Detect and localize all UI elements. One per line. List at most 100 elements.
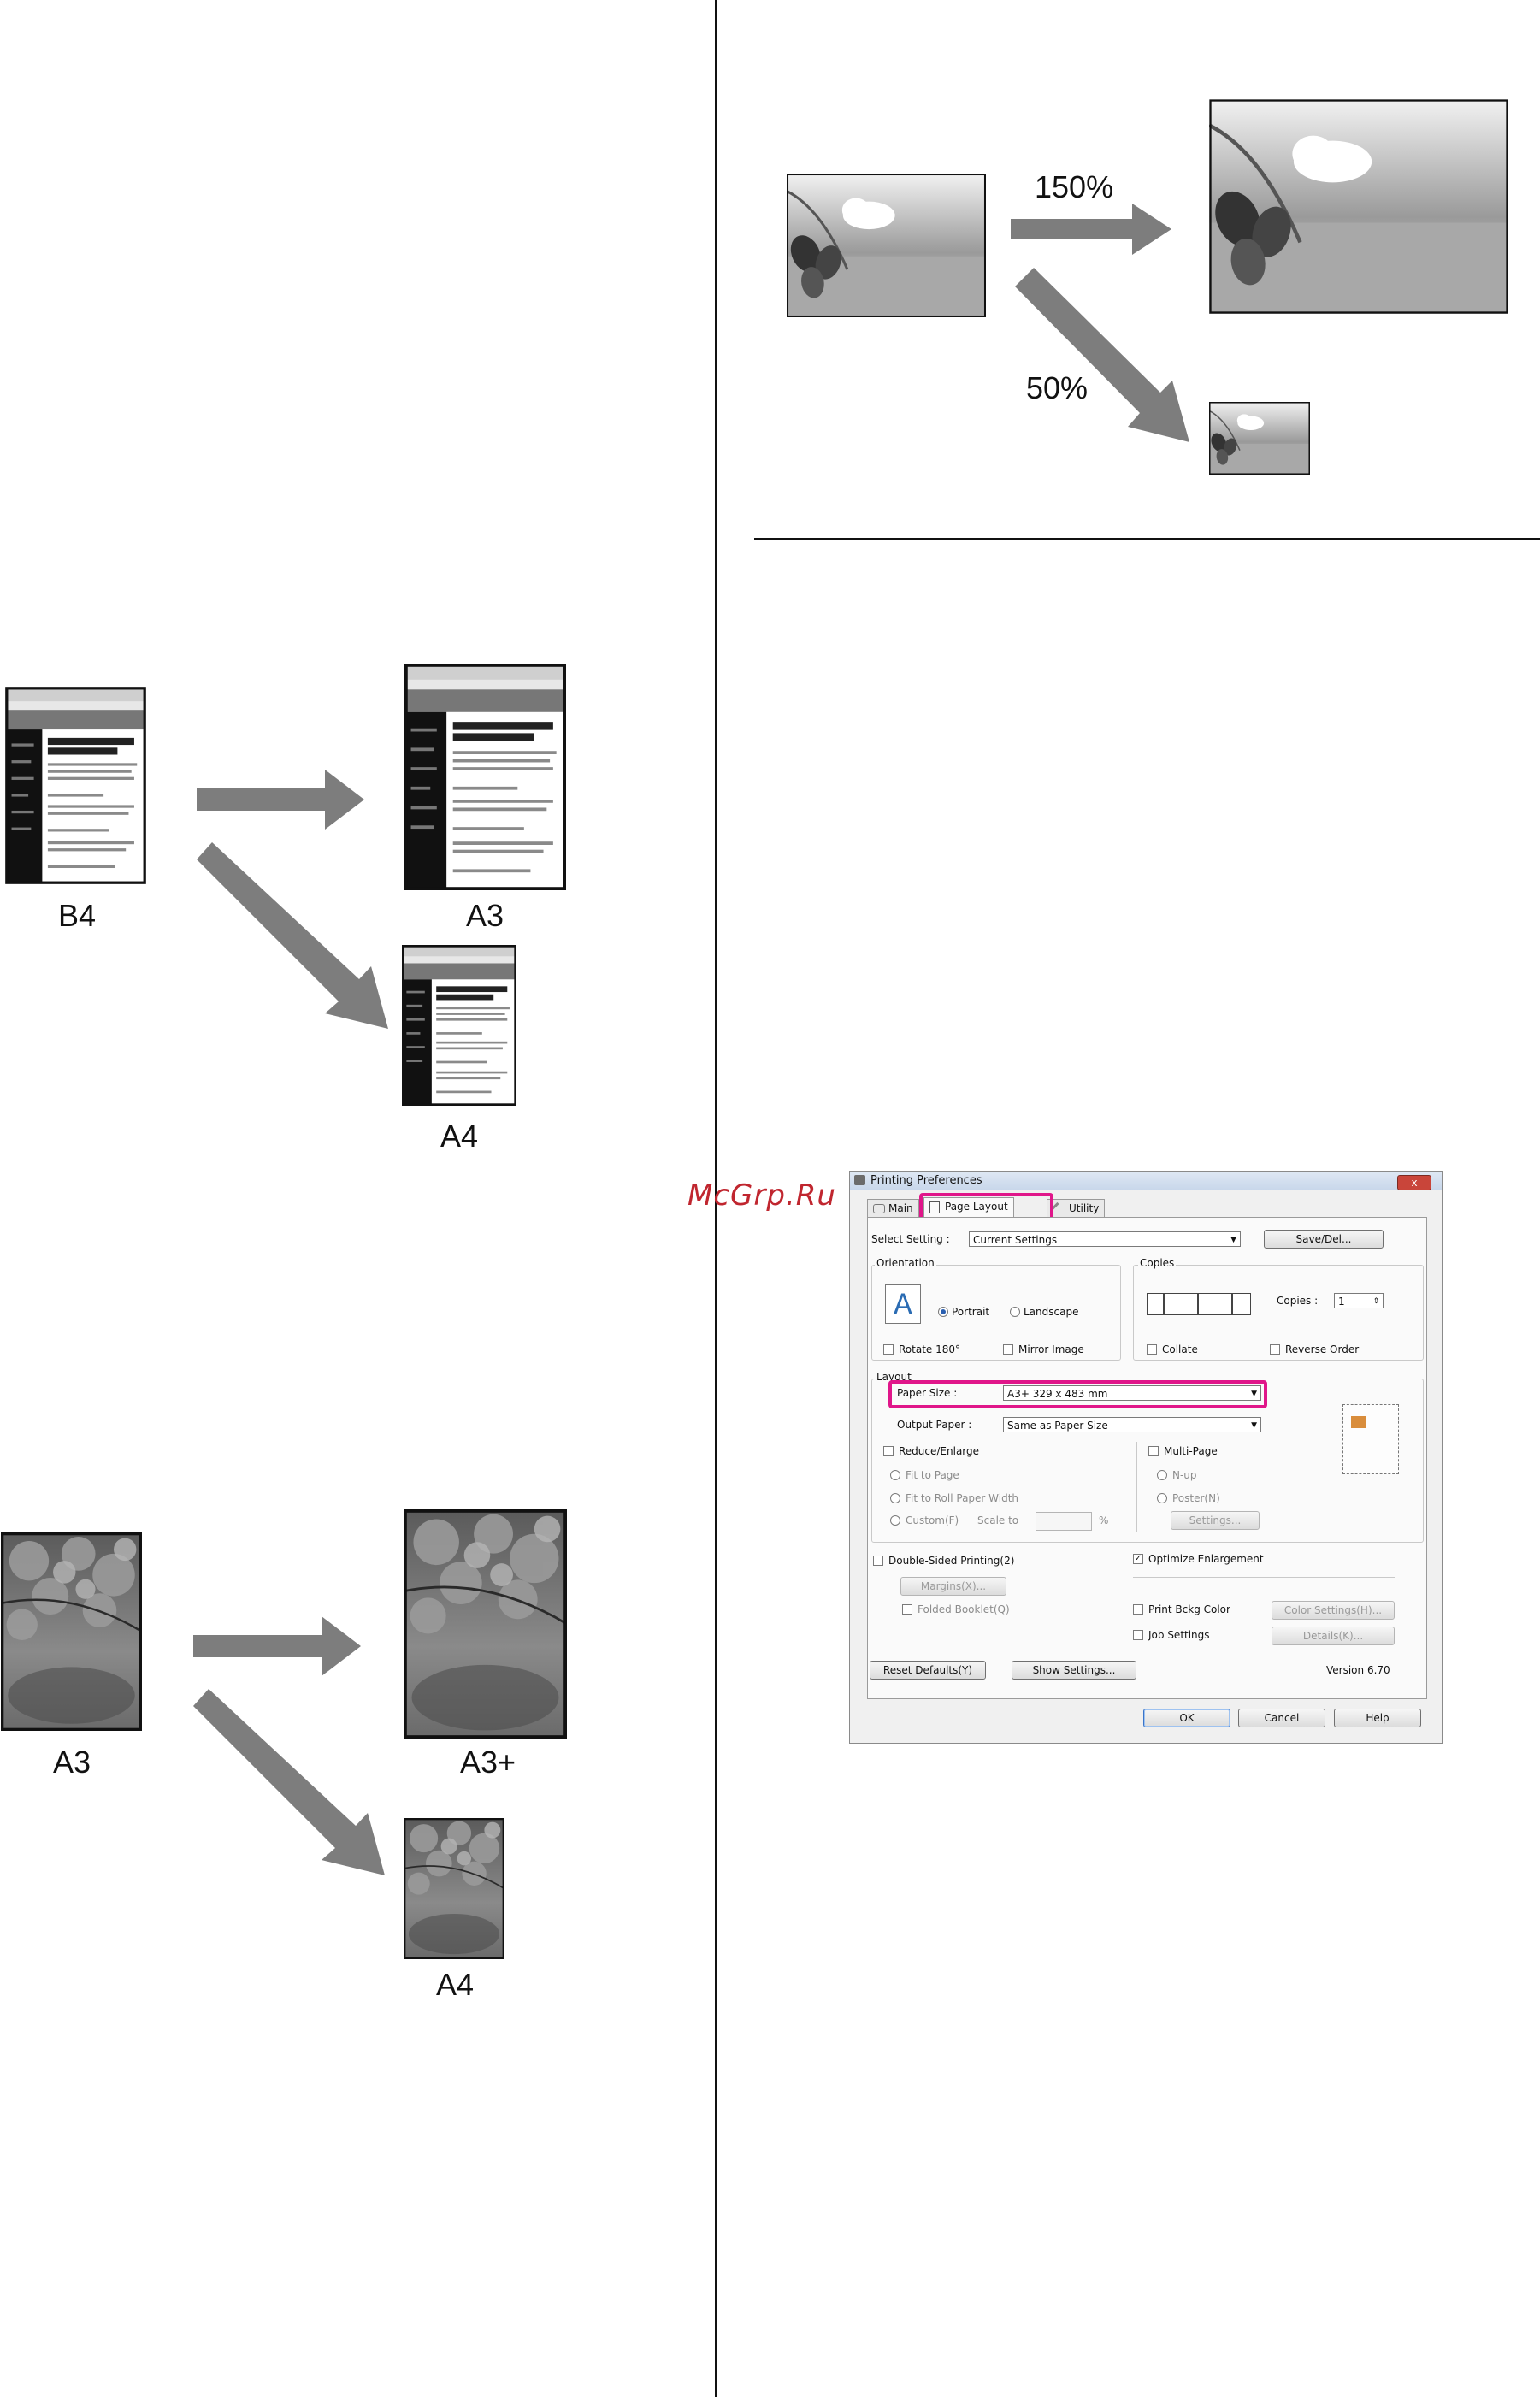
original-beach-image: [787, 174, 986, 317]
ok-button[interactable]: OK: [1143, 1709, 1230, 1727]
reduce-enlarge-checkbox[interactable]: [883, 1446, 894, 1456]
scale-up-label: 150%: [1035, 169, 1114, 204]
caption-a3-bottom: A3: [53, 1745, 91, 1780]
save-del-button[interactable]: Save/Del...: [1264, 1230, 1384, 1249]
page-preview-photo-icon: [1351, 1416, 1366, 1428]
dialog-titlebar: Printing Preferences x: [850, 1172, 1442, 1190]
color-settings-button[interactable]: Color Settings(H)...: [1272, 1601, 1395, 1620]
reduce-enlarge-label: Reduce/Enlarge: [899, 1445, 980, 1457]
mirror-image-checkbox[interactable]: [1003, 1344, 1013, 1355]
optimize-enlargement-label: Optimize Enlargement: [1148, 1553, 1264, 1565]
reverse-order-label: Reverse Order: [1285, 1343, 1360, 1355]
copies-group-title: Copies: [1138, 1257, 1177, 1269]
arrow-right-icon: [193, 1616, 361, 1676]
fit-to-roll-radio[interactable]: [890, 1493, 900, 1503]
landscape-label: Landscape: [1024, 1306, 1079, 1318]
printer-icon: [854, 1175, 865, 1185]
poster-label: Poster(N): [1172, 1492, 1220, 1504]
settings-button[interactable]: Settings...: [1171, 1511, 1260, 1530]
margins-button[interactable]: Margins(X)...: [900, 1577, 1006, 1596]
collate-label: Collate: [1162, 1343, 1198, 1355]
scale-down-label: 50%: [1026, 370, 1089, 405]
tab-main[interactable]: Main: [867, 1199, 919, 1217]
multi-page-checkbox[interactable]: [1148, 1446, 1159, 1456]
custom-label: Custom(F): [906, 1514, 959, 1526]
arrow-right-icon: [197, 770, 364, 830]
orientation-group: [871, 1265, 1121, 1361]
double-sided-label: Double-Sided Printing(2): [888, 1555, 1015, 1567]
print-bckg-checkbox[interactable]: [1133, 1604, 1143, 1615]
options-separator: [1133, 1577, 1395, 1578]
percent-label: %: [1099, 1514, 1109, 1526]
output-paper-dropdown[interactable]: Same as Paper Size▼: [1003, 1417, 1261, 1432]
print-bckg-label: Print Bckg Color: [1148, 1603, 1230, 1615]
arrow-diagonal-icon: [193, 1689, 385, 1875]
copies-input[interactable]: 1⇕: [1334, 1293, 1384, 1308]
select-setting-dropdown[interactable]: Current Settings▼: [969, 1231, 1241, 1247]
spinner-icon: ⇕: [1372, 1297, 1379, 1306]
scale-to-input[interactable]: [1036, 1512, 1092, 1531]
layout-separator: [1136, 1442, 1137, 1532]
double-sided-checkbox[interactable]: [873, 1556, 883, 1566]
job-settings-label: Job Settings: [1148, 1629, 1210, 1641]
arrow-diagonal-icon: [1015, 268, 1189, 442]
version-label: Version 6.70: [1326, 1664, 1390, 1676]
arrow-diagonal-icon: [197, 842, 388, 1029]
page-layout-panel: Select Setting : Current Settings▼ Save/…: [867, 1217, 1427, 1699]
layout-group-title: Layout: [875, 1371, 913, 1383]
enlarged-beach-image: [1209, 99, 1508, 314]
fit-to-roll-label: Fit to Roll Paper Width: [906, 1492, 1019, 1504]
b4-page-image: [5, 687, 146, 884]
tab-utility[interactable]: Utility: [1047, 1199, 1106, 1217]
reverse-order-checkbox[interactable]: [1270, 1344, 1280, 1355]
paper-size-dropdown[interactable]: A3+ 329 x 483 mm▼: [1003, 1385, 1261, 1401]
collate-checkbox[interactable]: [1147, 1344, 1157, 1355]
reduced-beach-image: [1209, 402, 1310, 475]
page-preview-icon: [1342, 1404, 1399, 1474]
collate-pages-icon: [1147, 1293, 1251, 1315]
multi-page-label: Multi-Page: [1164, 1445, 1218, 1457]
job-settings-checkbox[interactable]: [1133, 1630, 1143, 1640]
orientation-group-title: Orientation: [875, 1257, 936, 1269]
close-button[interactable]: x: [1397, 1175, 1431, 1190]
a4-leaves-image: [404, 1818, 504, 1959]
landscape-radio[interactable]: [1010, 1307, 1020, 1317]
cancel-button[interactable]: Cancel: [1238, 1709, 1325, 1727]
optimize-enlargement-checkbox[interactable]: ✓: [1133, 1554, 1143, 1564]
caption-a3plus: A3+: [460, 1745, 516, 1780]
poster-radio[interactable]: [1157, 1493, 1167, 1503]
portrait-label: Portrait: [952, 1306, 990, 1318]
rotate-180-checkbox[interactable]: [883, 1344, 894, 1355]
caption-a4-top: A4: [440, 1119, 479, 1154]
layout-group: [871, 1379, 1424, 1543]
n-up-label: N-up: [1172, 1469, 1197, 1481]
paper-size-highlight: [888, 1380, 1267, 1408]
mirror-image-label: Mirror Image: [1018, 1343, 1084, 1355]
caption-a3-top: A3: [466, 898, 504, 933]
paper-size-label: Paper Size :: [897, 1387, 958, 1399]
dialog-title: Printing Preferences: [870, 1174, 982, 1187]
folded-booklet-checkbox[interactable]: [902, 1604, 912, 1615]
portrait-page-icon: A: [885, 1284, 921, 1324]
reset-defaults-button[interactable]: Reset Defaults(Y): [870, 1661, 986, 1680]
chevron-down-icon: ▼: [1230, 1236, 1236, 1244]
a4-page-image: [402, 945, 516, 1106]
printing-preferences-dialog: Printing Preferences x Main Page Layout …: [849, 1171, 1443, 1744]
caption-b4: B4: [58, 898, 97, 933]
select-setting-label: Select Setting :: [871, 1233, 950, 1245]
help-button[interactable]: Help: [1334, 1709, 1421, 1727]
fit-to-page-label: Fit to Page: [906, 1469, 959, 1481]
details-button[interactable]: Details(K)...: [1272, 1627, 1395, 1645]
show-settings-button[interactable]: Show Settings...: [1012, 1661, 1136, 1680]
main-tab-icon: [873, 1204, 885, 1213]
caption-a4-bottom: A4: [436, 1967, 475, 2002]
portrait-radio[interactable]: [938, 1307, 948, 1317]
rotate-180-label: Rotate 180°: [899, 1343, 961, 1355]
chevron-down-icon: ▼: [1251, 1421, 1257, 1430]
fit-to-page-radio[interactable]: [890, 1470, 900, 1480]
folded-booklet-label: Folded Booklet(Q): [918, 1603, 1010, 1615]
custom-radio[interactable]: [890, 1515, 900, 1526]
n-up-radio[interactable]: [1157, 1470, 1167, 1480]
tab-page-layout[interactable]: Page Layout: [923, 1197, 1014, 1218]
section-rule: [754, 538, 1540, 540]
